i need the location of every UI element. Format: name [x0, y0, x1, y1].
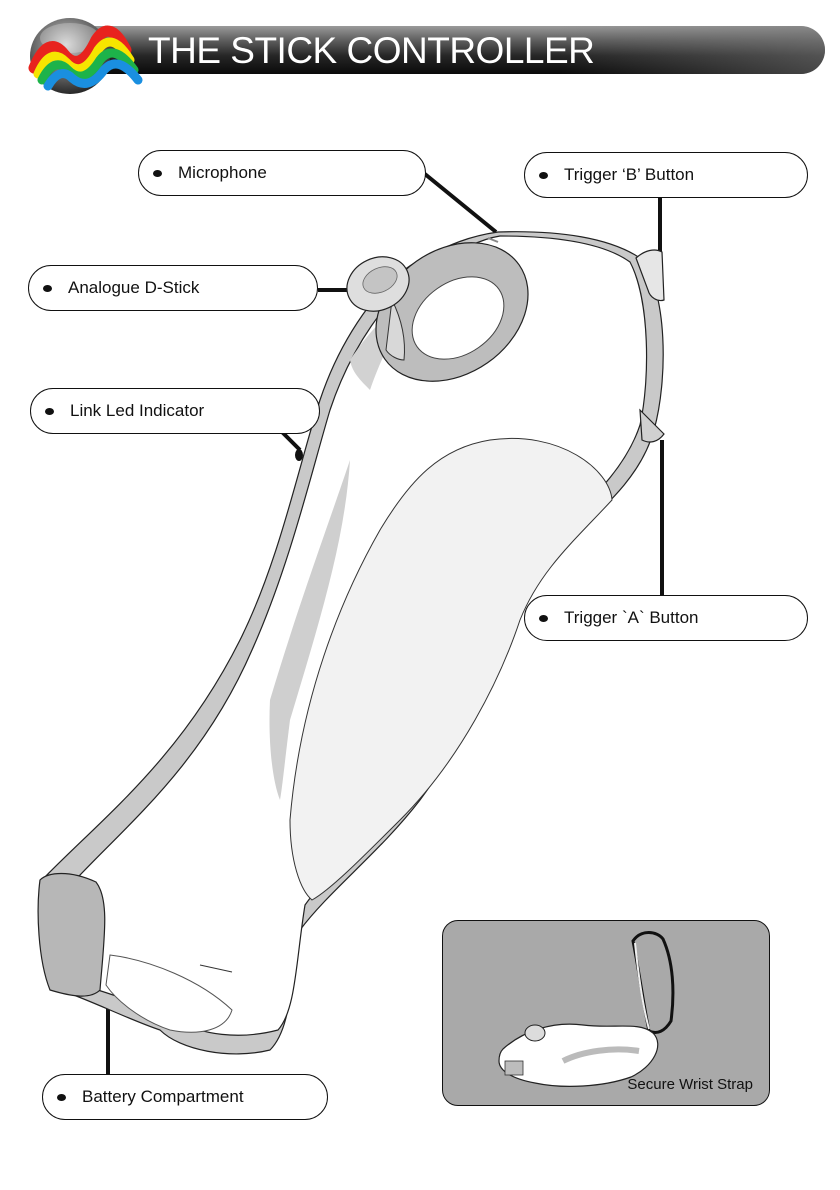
link-led	[295, 449, 303, 461]
callout-battery: Battery Compartment	[42, 1074, 328, 1120]
bullet-icon	[45, 408, 54, 415]
callout-trigger-b: Trigger ‘B’ Button	[524, 152, 808, 198]
bullet-icon	[43, 285, 52, 292]
bullet-icon	[57, 1094, 66, 1101]
bullet-icon	[539, 172, 548, 179]
bullet-icon	[153, 170, 162, 177]
callout-microphone: Microphone	[138, 150, 426, 196]
wrist-strap-label: Secure Wrist Strap	[627, 1076, 753, 1093]
bullet-icon	[539, 615, 548, 622]
wrist-strap-inset: Secure Wrist Strap	[442, 920, 770, 1106]
callout-analogue-stick: Analogue D-Stick	[28, 265, 318, 311]
battery-cap	[38, 874, 105, 997]
callout-link-led: Link Led Indicator	[30, 388, 320, 434]
callout-trigger-a: Trigger `A` Button	[524, 595, 808, 641]
